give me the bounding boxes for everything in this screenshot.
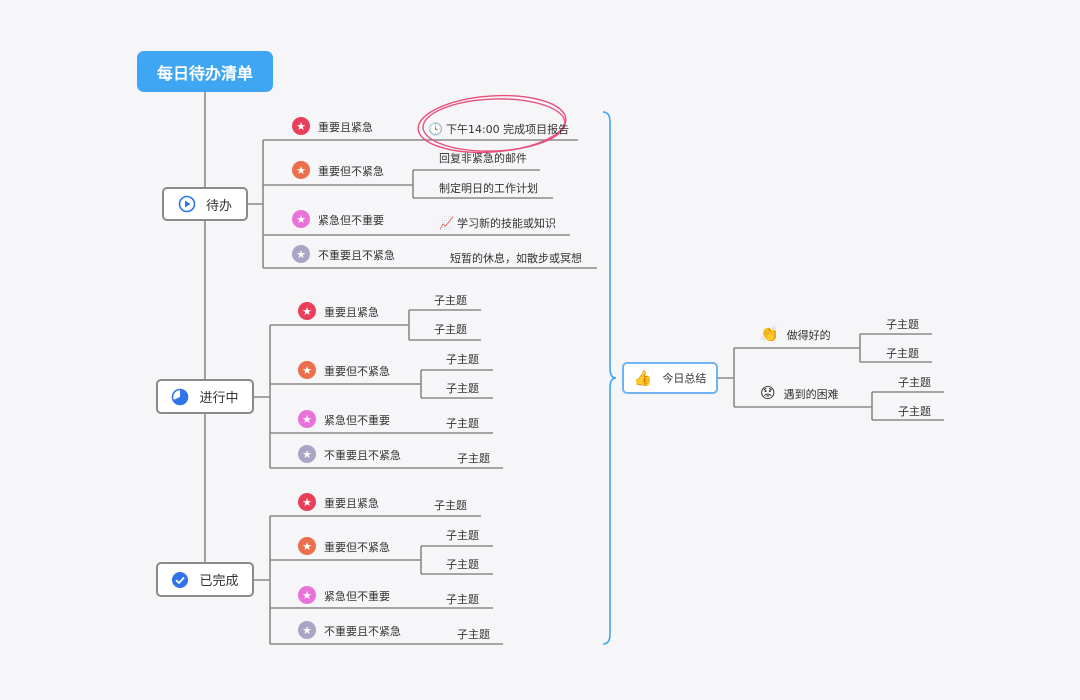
root-topic[interactable]: 每日待办清单 — [137, 51, 273, 92]
star-icon: ★ — [298, 410, 316, 428]
star-icon: ★ — [298, 537, 316, 555]
star-icon: ★ — [298, 302, 316, 320]
priority-label[interactable]: 重要且紧急 — [324, 497, 379, 510]
star-icon: ★ — [298, 493, 316, 511]
subtopic[interactable]: 短暂的休息，如散步或冥想 — [450, 252, 582, 265]
summary-label: 今日总结 — [662, 372, 707, 385]
subtopic[interactable]: 子主题 — [886, 318, 919, 331]
priority-label[interactable]: 不重要且不紧急 — [318, 249, 395, 262]
priority-label[interactable]: 重要且紧急 — [318, 121, 373, 134]
star-icon: ★ — [292, 245, 310, 263]
star-icon: ★ — [292, 161, 310, 179]
star-icon: ★ — [292, 210, 310, 228]
clock-icon: 🕓 — [428, 122, 443, 136]
subtopic[interactable]: 子主题 — [434, 499, 467, 512]
section-in-progress[interactable]: 进行中 — [156, 379, 254, 414]
section-label: 进行中 — [199, 391, 239, 406]
priority-label[interactable]: 紧急但不重要 — [324, 414, 390, 427]
star-icon: ★ — [298, 621, 316, 639]
check-circle-icon — [172, 571, 189, 588]
subtopic[interactable]: 子主题 — [446, 417, 479, 430]
priority-label[interactable]: 重要但不紧急 — [324, 541, 390, 554]
summary-topic[interactable]: 👍 今日总结 — [622, 362, 718, 394]
priority-label[interactable]: 重要但不紧急 — [324, 365, 390, 378]
subtopic[interactable]: 子主题 — [446, 353, 479, 366]
thumbs-up-icon: 👍 — [633, 369, 653, 387]
subtopic[interactable]: 子主题 — [898, 405, 931, 418]
section-label: 已完成 — [199, 574, 239, 589]
subtopic[interactable]: 🕓下午14:00 完成项目报告 — [428, 122, 570, 136]
summary-item-difficulty[interactable]: 😟遇到的困难 — [760, 384, 839, 402]
section-todo[interactable]: 待办 — [162, 187, 248, 221]
priority-label[interactable]: 紧急但不重要 — [318, 214, 384, 227]
subtopic[interactable]: 子主题 — [886, 347, 919, 360]
highlight-ellipse — [417, 94, 567, 154]
priority-label[interactable]: 紧急但不重要 — [324, 590, 390, 603]
subtopic[interactable]: 回复非紧急的邮件 — [439, 152, 527, 165]
summary-item-good[interactable]: 👏做得好的 — [760, 325, 831, 343]
clap-icon: 👏 — [760, 325, 779, 343]
subtopic[interactable]: 制定明日的工作计划 — [439, 182, 538, 195]
subtopic[interactable]: 子主题 — [446, 593, 479, 606]
section-done[interactable]: 已完成 — [156, 562, 254, 597]
worried-face-icon: 😟 — [760, 384, 776, 402]
chart-icon: 📈 — [439, 216, 454, 230]
subtopic[interactable]: 子主题 — [898, 376, 931, 389]
section-label: 待办 — [205, 198, 232, 214]
subtopic[interactable]: 子主题 — [434, 323, 467, 336]
subtopic[interactable]: 子主题 — [457, 628, 490, 641]
star-icon: ★ — [292, 117, 310, 135]
subtopic[interactable]: 子主题 — [434, 294, 467, 307]
pie-progress-icon — [172, 388, 189, 405]
priority-label[interactable]: 重要且紧急 — [324, 306, 379, 319]
subtopic[interactable]: 子主题 — [446, 558, 479, 571]
subtopic[interactable]: 子主题 — [446, 529, 479, 542]
subtopic[interactable]: 子主题 — [446, 382, 479, 395]
summary-bracket — [602, 111, 617, 645]
priority-label[interactable]: 重要但不紧急 — [318, 165, 384, 178]
play-icon — [178, 195, 196, 213]
priority-label[interactable]: 不重要且不紧急 — [324, 449, 401, 462]
priority-label[interactable]: 不重要且不紧急 — [324, 625, 401, 638]
subtopic[interactable]: 子主题 — [457, 452, 490, 465]
subtopic[interactable]: 📈学习新的技能或知识 — [439, 216, 556, 230]
star-icon: ★ — [298, 445, 316, 463]
star-icon: ★ — [298, 586, 316, 604]
star-icon: ★ — [298, 361, 316, 379]
